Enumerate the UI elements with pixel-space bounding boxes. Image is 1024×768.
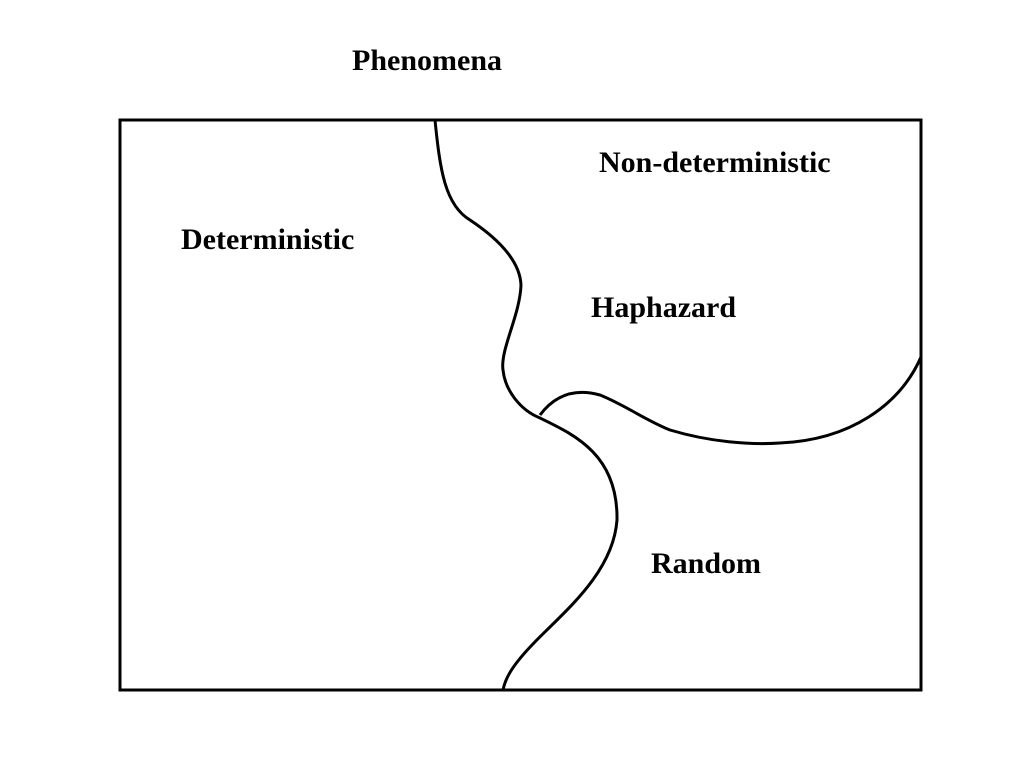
diagram-title: Phenomena [352,44,502,77]
deterministic-boundary [433,119,619,691]
haphazard-random-boundary [538,356,923,446]
region-label-random: Random [651,547,762,580]
phenomena-frame [118,118,923,692]
region-label-haphazard: Haphazard [591,291,737,324]
region-label-non-deterministic: Non-deterministic [599,146,831,179]
region-label-deterministic: Deterministic [181,223,355,256]
